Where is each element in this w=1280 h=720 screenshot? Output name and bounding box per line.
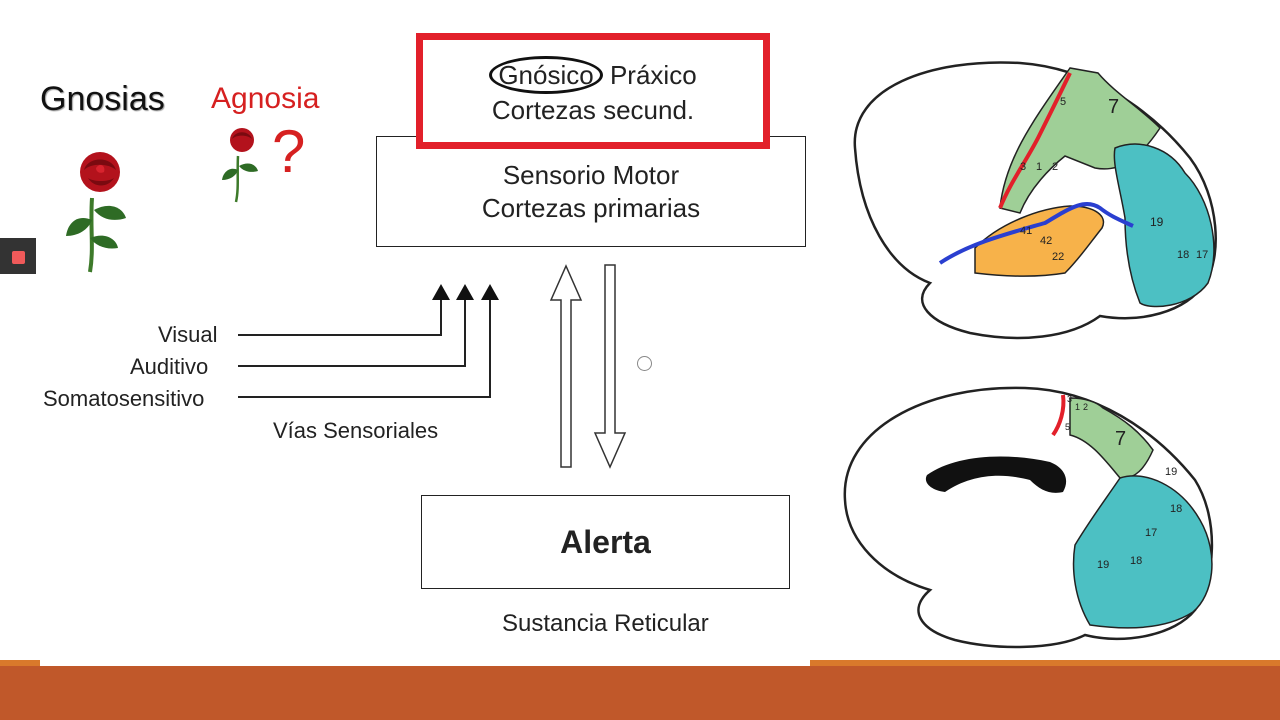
- somatosensitivo-label: Somatosensitivo: [43, 386, 205, 411]
- visual-pathway-line: [238, 298, 442, 336]
- brain-medial-label-2: 2: [1083, 402, 1088, 412]
- brain-lateral-label-19: 19: [1150, 215, 1164, 229]
- brain-medial-label-1: 1: [1075, 402, 1080, 412]
- brain-lateral-label-1: 1: [1036, 161, 1042, 173]
- brain-lateral-label-3: 3: [1020, 161, 1026, 173]
- rose-large-icon: [66, 152, 126, 273]
- brain-lateral-label-17: 17: [1196, 249, 1208, 261]
- sustancia-reticular-caption: Sustancia Reticular: [502, 610, 709, 637]
- brain-medial-view: 3 1 2 5 7 19 18 17 19 18: [843, 386, 1214, 649]
- brain-lateral-label-41: 41: [1020, 225, 1032, 237]
- brain-lateral-label-42: 42: [1040, 235, 1052, 247]
- cursor-dot: [637, 356, 652, 371]
- auditivo-pathway-line: [238, 298, 466, 367]
- gnosico-circled: Gnósico: [489, 56, 603, 94]
- auditivo-arrowhead: [456, 284, 474, 300]
- brain-medial-label-18b: 18: [1130, 555, 1142, 567]
- secondary-box-line2: Cortezas secund.: [491, 95, 695, 125]
- primary-box-line1: Sensorio Motor: [502, 159, 680, 190]
- primary-box-line2: Cortezas primarias: [481, 192, 701, 223]
- somato-pathway-line: [238, 298, 491, 398]
- down-hollow-arrow: [593, 264, 627, 469]
- bottom-bar: [0, 666, 1280, 720]
- brain-lateral-label-22: 22: [1052, 251, 1064, 263]
- brain-medial-label-7: 7: [1115, 428, 1126, 450]
- brain-medial-label-19: 19: [1165, 466, 1177, 478]
- brain-lateral-label-5: 5: [1060, 96, 1066, 108]
- somato-arrowhead: [481, 284, 499, 300]
- agnosia-title: Agnosia: [211, 82, 320, 115]
- brain-medial-label-3: 3: [1067, 394, 1072, 404]
- stop-icon: [12, 251, 25, 264]
- brain-medial-label-18: 18: [1170, 503, 1182, 515]
- bottom-bar-gap: [40, 660, 810, 669]
- alerta-label: Alerta: [560, 523, 651, 560]
- alerta-box: Alerta: [421, 495, 790, 589]
- brain-lateral-label-18: 18: [1177, 249, 1189, 261]
- praxico-label: Práxico: [609, 60, 697, 90]
- brain-medial-label-5: 5: [1065, 422, 1070, 432]
- brain-medial-label-17: 17: [1145, 527, 1157, 539]
- primary-cortex-box: Sensorio Motor Cortezas primarias: [376, 136, 806, 247]
- up-hollow-arrow: [549, 264, 583, 468]
- brain-lateral-label-2: 2: [1052, 161, 1058, 173]
- visual-label: Visual: [158, 322, 218, 347]
- brain-lateral-view: 5 7 3 1 2 41 42 22 19 18 17: [853, 61, 1217, 340]
- brain-medial-label-19b: 19: [1097, 559, 1109, 571]
- visual-arrowhead: [432, 284, 450, 300]
- vias-sensoriales-caption: Vías Sensoriales: [273, 418, 439, 443]
- gnosias-title: Gnosias: [40, 80, 165, 118]
- auditivo-label: Auditivo: [130, 354, 209, 379]
- question-mark: ?: [272, 118, 306, 185]
- secondary-cortex-box: Gnósico Práxico Cortezas secund.: [416, 33, 770, 149]
- brain-lateral-label-7: 7: [1108, 96, 1119, 118]
- rose-small-icon: [222, 128, 258, 203]
